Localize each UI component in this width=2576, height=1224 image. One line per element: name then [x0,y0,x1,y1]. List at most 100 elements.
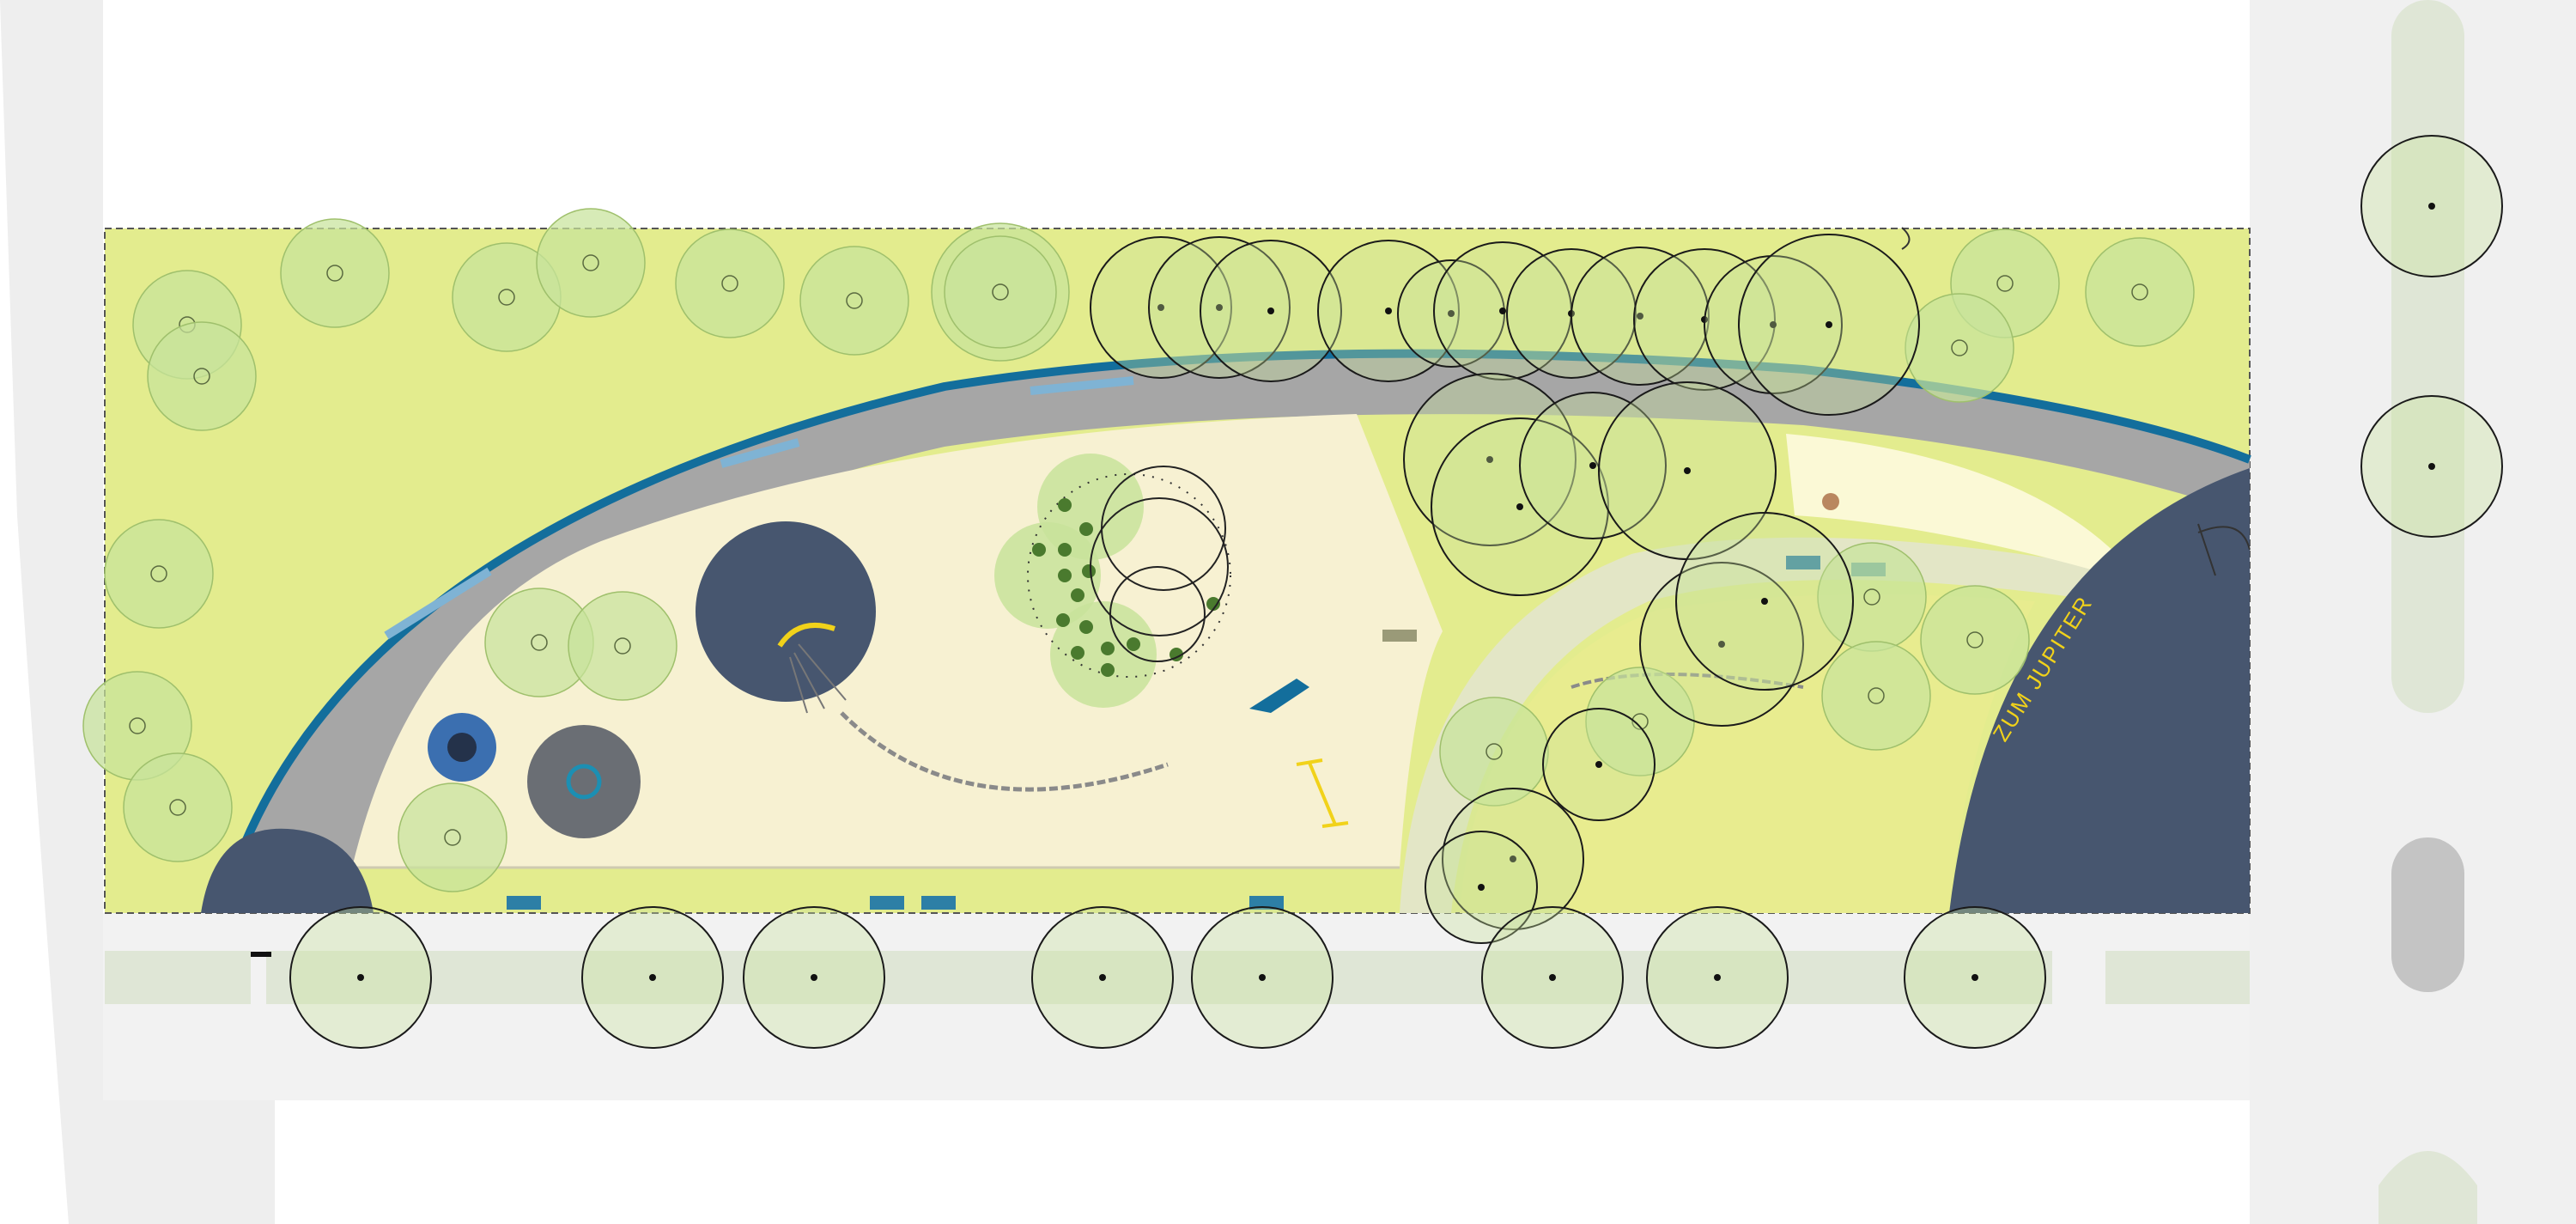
seesaw-icon [1296,758,1349,828]
tree-canopy [994,522,1101,629]
tree-canopy [1050,601,1157,708]
tree-trunk-ring [326,265,343,282]
tree-center-dot [1385,308,1392,314]
gate-icon [2197,523,2251,576]
tree-trunk-ring [531,634,548,651]
bench-icon [1249,896,1284,910]
tree-trunk-ring [498,289,515,306]
tree-center-dot [1157,304,1164,311]
right-sidewalk-strip [2391,0,2464,713]
right-lower-strip [2379,1151,2477,1224]
tree-center-dot [1637,313,1643,320]
tree-trunk-ring [1951,339,1968,356]
tree-center-dot [1761,598,1768,605]
tree-center-dot [1516,503,1523,510]
tree-trunk-ring [1863,588,1880,606]
gray-play-circle [527,725,641,838]
tree-center-dot [1770,321,1777,328]
tree-center-dot [1216,304,1223,311]
tree-trunk-ring [169,799,186,816]
tree-trunk-ring [1996,275,2014,292]
tree-center-dot [1589,462,1596,469]
tree-center-dot [1499,308,1506,314]
tree-canopy-icon [398,783,507,892]
tree-trunk-ring [582,254,599,271]
tree-canopy-icon [675,228,785,338]
tree-canopy-icon [280,218,390,328]
tree-canopy-icon [944,235,1057,349]
tree-trunk-ring [444,829,461,846]
tree-trunk-ring [129,717,146,734]
tree-center-dot [1510,856,1516,862]
bench-icon [921,896,956,910]
tree-trunk-ring [1868,687,1885,704]
tree-canopy-icon [123,752,233,862]
tree-center-dot [1267,308,1274,314]
tree-trunk-ring [614,637,631,655]
tree-cluster [994,454,1231,708]
rope-bridge-right [1571,673,1804,689]
tree-center-dot [811,974,817,981]
tree-outline [1109,566,1206,662]
tree-center-dot [1971,974,1978,981]
tree-center-dot [1718,641,1725,648]
small-tree-dots [1032,498,1220,677]
tree-canopy-icon [1905,293,2014,403]
right-parking-bay [2391,837,2464,992]
curved-path [234,353,2250,872]
tree-trunk-ring [992,283,1009,301]
bottom-tree-strip-2 [266,951,2052,1004]
rope-bridge [840,711,1169,792]
tree-canopy-icon [1920,585,2030,695]
tree-center-dot [1826,321,1832,328]
entrance-mark [251,952,271,957]
tree-trunk-ring [150,565,167,582]
tree-center-dot [2428,203,2435,210]
tree-canopy-icon [2085,237,2195,347]
bottom-left-block [103,1100,275,1224]
tree-outline [1090,497,1229,636]
tree-center-dot [1714,974,1721,981]
lower-right-light-path [1400,537,2104,913]
tree-center-dot [1595,761,1602,768]
station-circle-right [1949,468,2250,913]
upper-light-lawn [1786,434,2121,575]
tree-canopy-icon [568,591,677,701]
bench-icon [870,896,904,910]
tree-center-dot [2428,463,2435,470]
navy-play-circle [696,521,876,702]
tree-canopy-icon [1439,697,1549,807]
bench-icon [507,896,541,910]
tree-center-dot [649,974,656,981]
blue-ring-icon [566,764,602,800]
tree-center-dot [1478,884,1485,891]
bench-icon [1786,556,1820,569]
yellow-arch-icon [777,623,835,648]
tree-trunk-ring [1631,713,1649,730]
tree-canopy-icon [104,519,214,629]
tree-canopy-icon [536,208,646,318]
trees-outline [289,135,2503,1049]
tree-center-dot [357,974,364,981]
gate-icon [1901,227,1911,250]
tree-trunk-ring [721,275,738,292]
tree-trunk-ring [846,292,863,309]
trees-filled [82,208,2195,892]
bottom-tree-strip-1 [105,951,251,1004]
tree-dotted-ring [1027,473,1231,678]
left-street [0,0,103,1224]
rocket-play-icon [1249,679,1309,713]
tree-trunk-ring [1485,743,1503,760]
tree-trunk-ring [1966,631,1984,649]
rope-net-icon [789,643,847,714]
tree-center-dot [1486,456,1493,463]
tree-center-dot [1099,974,1106,981]
bottom-street [103,913,2250,1100]
tree-center-dot [1684,467,1691,474]
station-circle-left [201,828,374,913]
tree-canopy-icon [1821,641,1931,751]
brown-marker [1822,493,1839,510]
trampoline-center [447,733,477,762]
